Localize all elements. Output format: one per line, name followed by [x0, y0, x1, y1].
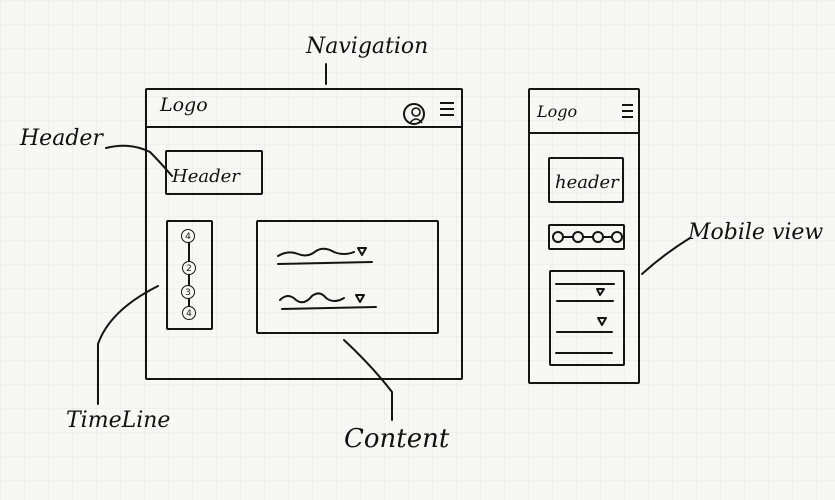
content-triangle-2 — [355, 294, 365, 303]
desktop-frame — [145, 88, 463, 380]
content-squiggle-1 — [277, 247, 355, 257]
mobile-content-triangle-2 — [597, 317, 607, 326]
timeline-step-2[interactable]: 2 — [182, 261, 196, 275]
mobile-content-box — [549, 270, 625, 366]
mobile-nav-divider — [528, 132, 640, 134]
timeline-track — [188, 236, 190, 314]
header-annotation: Header — [20, 126, 103, 151]
timeline-step-1[interactable]: 4 — [181, 229, 195, 243]
header-leader-line — [105, 144, 173, 177]
content-triangle-1 — [357, 247, 367, 256]
content-annotation: Content — [344, 424, 450, 454]
content-underline-2 — [281, 306, 377, 310]
desktop-nav-divider — [145, 126, 463, 128]
timeline-step-4-label: 4 — [186, 309, 192, 319]
content-squiggle-2 — [279, 292, 345, 304]
timeline-step-2-label: 2 — [186, 264, 192, 274]
mobile-content-triangle-1 — [596, 288, 605, 296]
mobile-header-box — [548, 157, 624, 203]
timeline-step-3-label: 3 — [185, 288, 191, 298]
mobile-timeline-step-1 — [552, 231, 564, 243]
content-box — [256, 220, 439, 334]
mobile-logo: Logo — [537, 102, 578, 121]
content-leader-line — [343, 339, 393, 421]
mobile-view-annotation: Mobile view — [688, 220, 824, 245]
timeline-step-1-label: 4 — [185, 232, 191, 242]
content-underline-1 — [277, 261, 373, 265]
mobile-header-label: header — [555, 172, 619, 193]
mobile-hamburger-menu-icon[interactable] — [622, 104, 633, 122]
timeline-annotation: TimeLine — [66, 408, 171, 433]
timeline-leader-line — [97, 285, 159, 405]
timeline-step-3[interactable]: 3 — [181, 285, 195, 299]
timeline-step-4[interactable]: 4 — [182, 306, 196, 320]
desktop-hamburger-menu-icon[interactable] — [440, 102, 454, 120]
timeline-box — [166, 220, 213, 330]
mobile-timeline-step-2 — [572, 231, 584, 243]
desktop-header-box — [165, 150, 263, 195]
mobile-frame — [528, 88, 640, 384]
mobile-timeline-step-3 — [592, 231, 604, 243]
navigation-annotation: Navigation — [306, 34, 429, 59]
desktop-logo: Logo — [160, 94, 208, 116]
desktop-header-label: Header — [172, 166, 240, 187]
mobile-timeline-box — [548, 224, 625, 250]
mobile-leader-line — [641, 237, 691, 275]
mobile-timeline-step-4 — [611, 231, 623, 243]
